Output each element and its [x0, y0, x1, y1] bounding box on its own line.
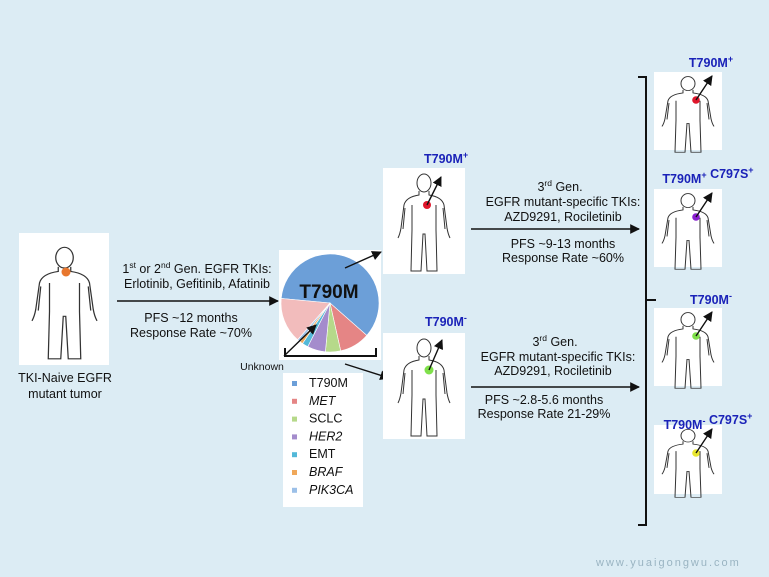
tumor-dot: [61, 267, 71, 277]
svg-text:PFS ~9-13 months: PFS ~9-13 months: [511, 237, 616, 251]
pie-slice-unknown: [280, 298, 331, 341]
legend-swatch-emt: [292, 452, 297, 458]
unknown-label: Unknown: [240, 361, 284, 373]
t790m-neg-label: T790M-: [425, 313, 467, 329]
svg-text:3rd Gen.: 3rd Gen.: [537, 178, 582, 194]
start-patient-figure: [19, 233, 109, 365]
legend-swatch-sclc: [292, 416, 297, 422]
resistance-pie-chart: T790M: [279, 250, 381, 360]
t790m-negative-figure: [383, 333, 465, 439]
t790m-neg-treatment: 3rd Gen. EGFR mutant-specific TKIs: AZD9…: [478, 333, 636, 421]
outcome-list: T790M+ T790M+ C797S+ T790M- T790M- C797S+: [654, 54, 754, 498]
outcome-1: T790M+: [654, 54, 733, 153]
outcome-2: T790M+ C797S+: [654, 165, 754, 270]
svg-text:3rd Gen.: 3rd Gen.: [532, 333, 577, 349]
svg-text:EGFR mutant-specific TKIs:: EGFR mutant-specific TKIs:: [486, 195, 641, 209]
pie-bracket: [284, 348, 377, 357]
first-line-response: Response Rate ~70%: [130, 326, 252, 340]
legend-swatch-t790m: [292, 381, 297, 386]
legend-swatch-braf: [292, 470, 297, 475]
legend-label-emt: EMT: [309, 447, 336, 461]
legend-label-t790m: T790M: [309, 376, 348, 390]
svg-text:Response Rate 21-29%: Response Rate 21-29%: [478, 407, 611, 421]
svg-text:1st or 2nd Gen. EGFR TKIs:: 1st or 2nd Gen. EGFR TKIs:: [122, 260, 271, 276]
svg-text:AZD9291, Rociletinib: AZD9291, Rociletinib: [504, 210, 621, 224]
svg-text:PFS ~2.8-5.6 months: PFS ~2.8-5.6 months: [485, 393, 603, 407]
outcome-label: T790M+ C797S+: [662, 165, 753, 186]
legend-label-pik3ca: PIK3CA: [309, 483, 353, 497]
legend-label-her2: HER2: [309, 429, 342, 443]
legend-swatch-her2: [292, 434, 297, 440]
legend-label-sclc: SCLC: [309, 412, 342, 426]
svg-text:TKI-Naive EGFR: TKI-Naive EGFR: [18, 371, 112, 385]
legend-label-braf: BRAF: [309, 465, 344, 479]
outcome-3: T790M-: [654, 291, 732, 389]
pie-title: T790M: [299, 282, 358, 303]
start-caption-line1: TKI-Naive EGFR: [18, 371, 112, 385]
unknown-pointer: [283, 324, 317, 357]
watermark: www.yuaigongwu.com: [595, 557, 741, 569]
arrow-to-t790m-neg: [344, 363, 390, 380]
first-line-pfs: PFS ~12 months: [144, 311, 237, 325]
svg-text:Response Rate ~60%: Response Rate ~60%: [502, 251, 624, 265]
svg-text:mutant tumor: mutant tumor: [28, 387, 102, 401]
legend-swatch-pik3ca: [292, 487, 297, 493]
outcome-label: T790M-: [690, 291, 732, 307]
t790m-pos-treatment: 3rd Gen. EGFR mutant-specific TKIs: AZD9…: [486, 178, 641, 265]
legend-label-met: MET: [309, 394, 337, 408]
outcome-bracket: [638, 76, 656, 526]
t790m-positive-figure: [383, 168, 465, 274]
svg-text:EGFR mutant-specific TKIs:: EGFR mutant-specific TKIs:: [481, 350, 636, 364]
pie-slice-t790m: [280, 253, 380, 336]
outcome-4: T790M- C797S+: [654, 411, 753, 498]
first-line-treatment: 1st or 2nd Gen. EGFR TKIs: Erlotinib, Ge…: [122, 260, 271, 340]
outcome-label: T790M+: [689, 54, 733, 70]
arrow-to-t790m-pos: [344, 251, 382, 269]
outcome-label: T790M- C797S+: [664, 411, 753, 432]
t790m-pos-label: T790M+: [424, 150, 468, 166]
svg-text:AZD9291, Rociletinib: AZD9291, Rociletinib: [494, 364, 611, 378]
first-line-drugs: Erlotinib, Gefitinib, Afatinib: [124, 277, 270, 291]
start-caption-line2: mutant tumor: [28, 387, 102, 401]
legend-swatch-met: [292, 398, 297, 404]
